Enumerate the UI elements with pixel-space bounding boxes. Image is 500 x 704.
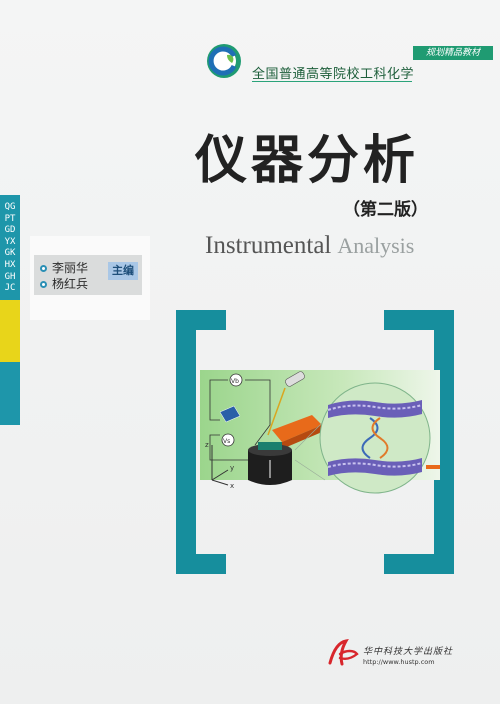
bullet-icon <box>40 281 47 288</box>
magnified-view <box>319 382 431 494</box>
author-2-name: 杨红兵 <box>52 277 89 291</box>
book-title: 仪器分析 <box>195 130 420 191</box>
spine-strip-highlight <box>0 300 20 362</box>
spine-code: QGPTGDYXGKHXGHJC <box>4 202 16 294</box>
cantilever-icon <box>272 415 322 442</box>
book-edition: （第二版） <box>343 200 428 220</box>
left-bracket-bottom <box>176 554 226 574</box>
author-1-name: 李丽华 <box>52 261 89 275</box>
left-bracket-top <box>176 310 226 330</box>
axis-x-label: x <box>230 482 234 490</box>
series-badge: 规划精品教材 <box>413 46 493 60</box>
right-bracket-bottom <box>384 554 454 574</box>
series-name: 全国普通高等院校工科化学 <box>252 67 415 82</box>
bullet-icon <box>40 265 47 272</box>
publisher-name: 华中科技大学出版社 <box>363 647 454 657</box>
circuit-diagram <box>209 379 271 461</box>
english-title-main: Instrumental <box>205 232 332 259</box>
author-2: 杨红兵 <box>40 275 88 292</box>
laser-beam <box>267 387 286 436</box>
right-bracket-top <box>384 310 454 330</box>
surface-layer-top <box>327 400 423 418</box>
publisher-logo-icon <box>328 638 359 666</box>
axes-icon <box>211 445 229 486</box>
surface-layer-bottom <box>327 458 423 476</box>
detector-panel-icon <box>219 405 241 423</box>
series-underline <box>252 81 412 82</box>
publisher-url: http://www.hustp.com <box>363 658 435 666</box>
voltmeter-b-icon <box>229 373 243 387</box>
series-logo-icon <box>207 44 241 78</box>
author-1: 李丽华 <box>40 259 88 276</box>
axis-y-label: y <box>230 464 234 472</box>
left-bracket <box>176 310 196 574</box>
instrument-illustration: z y x Vb Vs <box>200 370 440 494</box>
voltmeter-b-label: Vb <box>231 378 239 385</box>
axis-z-label: z <box>205 441 209 449</box>
probe-icon <box>285 371 305 387</box>
dna-helix-icon <box>361 417 389 459</box>
side-probe-icon <box>426 465 440 469</box>
author-role: 主编 <box>108 262 138 280</box>
voltmeter-s-label: Vs <box>223 438 230 445</box>
english-title-light: Analysis <box>337 233 415 258</box>
voltmeter-s-icon <box>221 433 235 447</box>
